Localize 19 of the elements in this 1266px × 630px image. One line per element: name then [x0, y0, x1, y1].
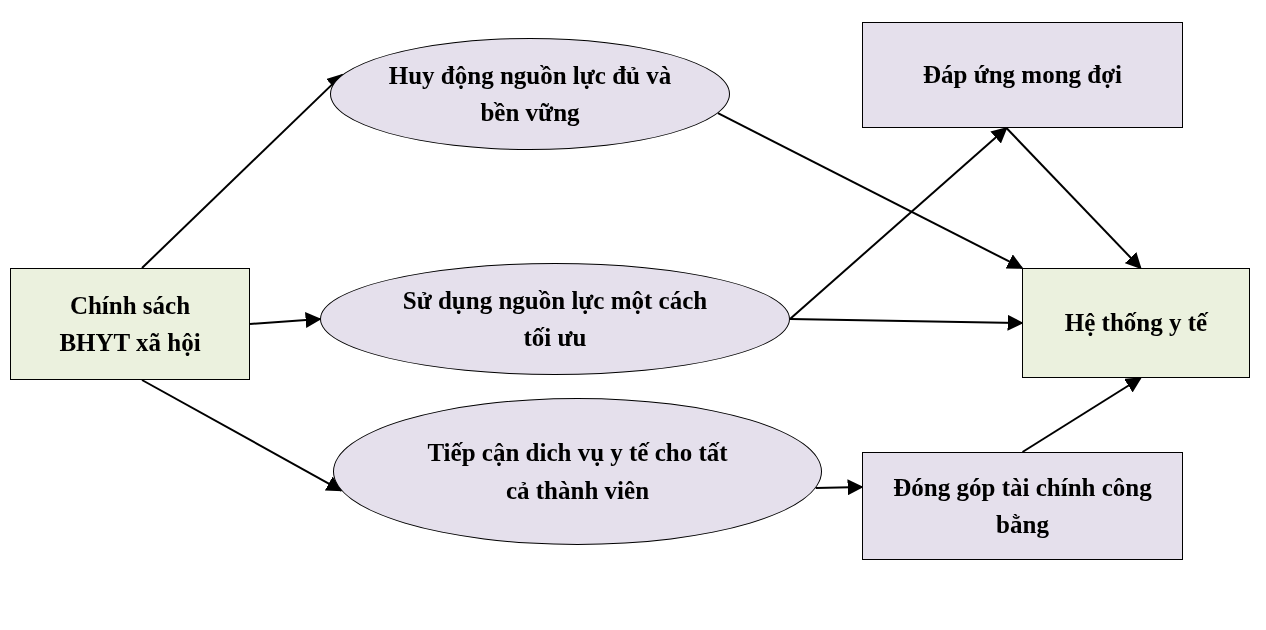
node-label: Tiếp cận dich vụ y tế cho tất cả thành viên: [426, 438, 729, 506]
process-box: [10, 268, 250, 380]
arrow: [249, 312, 322, 328]
arrow: [814, 479, 864, 496]
arrow: [789, 314, 1024, 331]
node-label: Đóng góp tài chính công bằng: [892, 472, 1153, 540]
node-label: Huy động nguồn lực đủ và bền vững: [387, 60, 673, 128]
arrow: [1021, 377, 1142, 453]
node-label: Đáp ứng mong đợi: [922, 60, 1122, 91]
process-box: [862, 22, 1183, 128]
process-box: [1022, 268, 1250, 378]
process-box: [862, 452, 1183, 560]
arrow: [789, 126, 1008, 320]
node-label: Chính sách BHYT xã hội: [58, 290, 202, 358]
node-label: Sử dụng nguồn lực một cách tối ưu: [401, 285, 709, 353]
arrow: [716, 112, 1024, 269]
node-label: Hệ thống y tế: [1064, 308, 1208, 339]
arrow: [141, 379, 343, 492]
arrow: [1005, 127, 1142, 270]
